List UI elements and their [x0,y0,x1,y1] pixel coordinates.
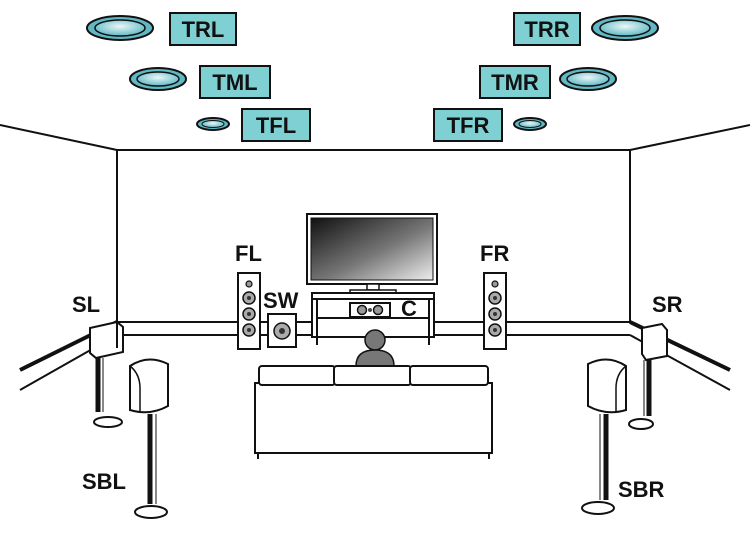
tag-tml: TML [199,65,271,99]
tag-trl: TRL [169,12,237,46]
ceiling-speaker-tfr-icon [513,117,547,131]
label-trr: TRR [524,17,569,42]
surround-back-right-speaker-icon [581,358,627,515]
label-tfr: TFR [447,113,490,138]
tag-tfl: TFL [241,108,311,142]
label-sbl: SBL [82,469,126,494]
tag-tfr: TFR [433,108,503,142]
surround-back-left-speaker-icon [129,358,169,519]
ceiling-speaker-trl-icon [86,15,154,41]
sofa-icon [254,365,493,459]
label-c: C [401,296,417,321]
label-trl: TRL [182,17,225,42]
tv-icon [306,213,438,294]
ceiling-speaker-trr-icon [591,15,659,41]
surround-right-speaker-icon [628,322,668,430]
front-right-speaker-icon [483,272,507,350]
ceiling-speaker-tfl-icon [196,117,230,131]
label-fl: FL [235,241,262,266]
label-sl: SL [72,292,100,317]
tag-trr: TRR [513,12,581,46]
label-sr: SR [652,292,683,317]
ceiling-speaker-tmr-icon [559,67,617,91]
label-tfl: TFL [256,113,296,138]
ceiling-speaker-tml-icon [129,67,187,91]
surround-left-speaker-icon [89,320,124,428]
tag-tmr: TMR [479,65,551,99]
label-sbr: SBR [618,477,665,502]
front-left-speaker-icon [237,272,261,350]
subwoofer-icon [267,313,297,348]
label-tmr: TMR [491,70,539,95]
listener-icon [355,329,395,367]
label-fr: FR [480,241,509,266]
center-speaker-icon [349,302,391,318]
label-tml: TML [212,70,257,95]
label-sw: SW [263,288,299,313]
